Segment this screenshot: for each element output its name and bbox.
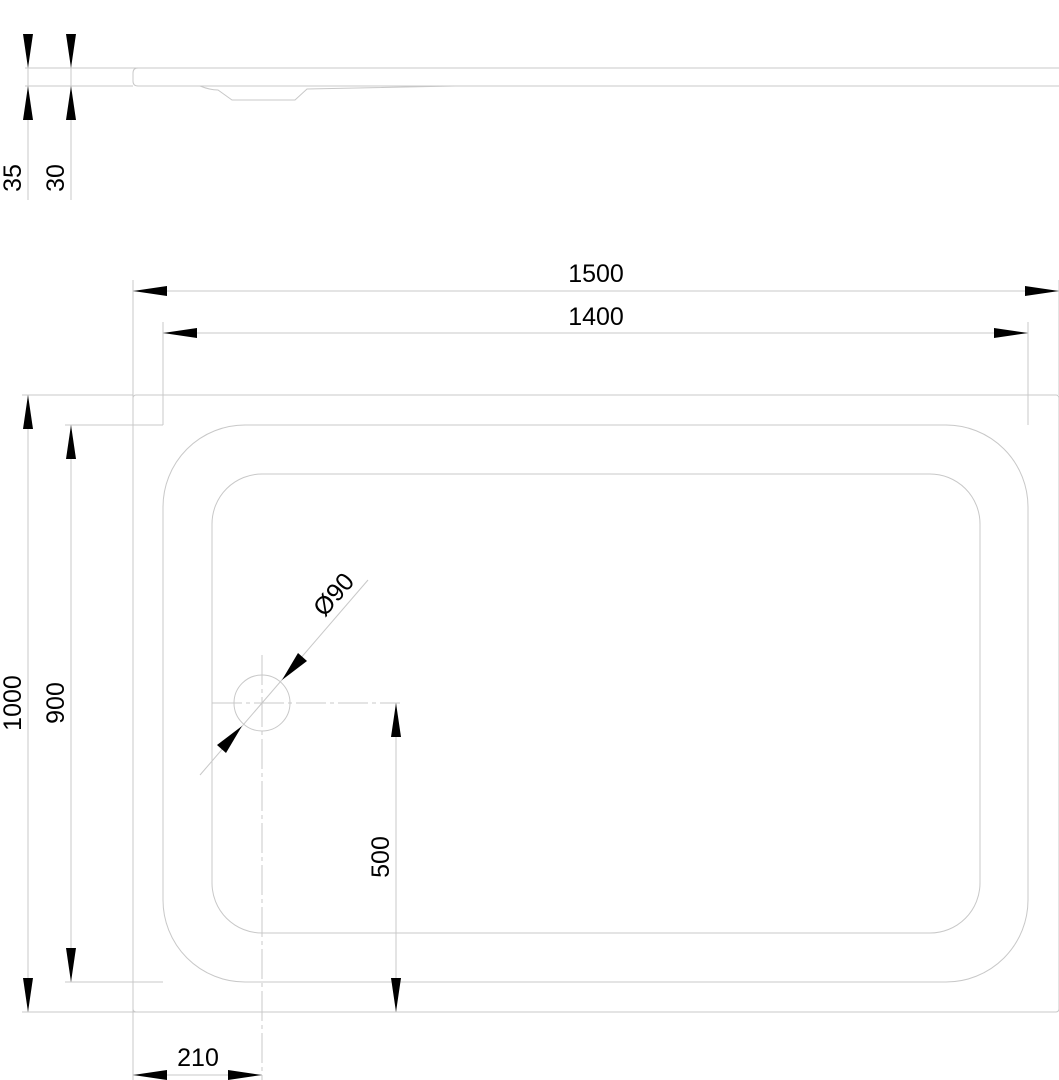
tray-rim — [162, 424, 1029, 983]
tray-side-profile — [132, 67, 1059, 87]
dimension-drain-diameter: Ø90 — [308, 568, 360, 622]
dimension-1500: 1500 — [568, 260, 624, 288]
dimension-1000: 1000 — [0, 675, 27, 731]
dimension-210: 210 — [177, 1044, 219, 1072]
dimension-30: 30 — [42, 164, 70, 192]
plan-view: 1500 1400 1000 900 Ø90 500 210 — [0, 260, 1059, 1080]
drain-outlet-profile — [199, 85, 456, 101]
dimension-35: 35 — [0, 164, 27, 192]
dimension-1400: 1400 — [568, 303, 624, 331]
dimension-500: 500 — [367, 836, 395, 878]
side-view: 35 30 — [0, 34, 1059, 200]
dimension-900: 900 — [42, 682, 70, 724]
tray-basin — [211, 473, 981, 934]
